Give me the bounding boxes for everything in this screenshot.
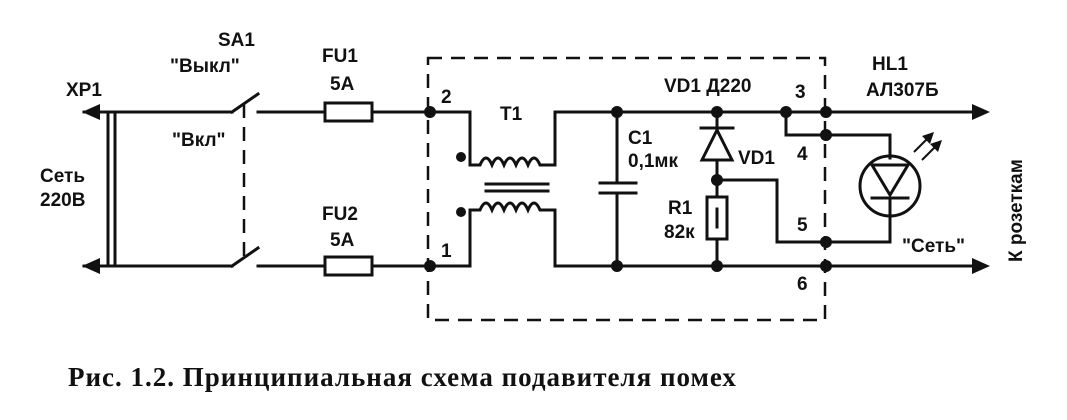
hl1-type: АЛ307Б xyxy=(866,80,939,101)
c1-label: C1 xyxy=(628,128,653,149)
node-4-label: 4 xyxy=(797,144,808,165)
mains-label-line1: Сеть xyxy=(40,166,85,187)
wire-junction-node5 xyxy=(715,178,828,244)
figure-caption: Рис. 1.2. Принципиальная схема подавител… xyxy=(68,362,737,392)
vd1-label: VD1 xyxy=(738,148,775,169)
diode-vd1 xyxy=(699,106,735,199)
r1-label: R1 xyxy=(668,198,693,219)
r1-value: 82к xyxy=(664,222,695,243)
mains-label-line2: 220В xyxy=(40,190,85,211)
filter-enclosure xyxy=(426,56,827,322)
hl1-label: HL1 xyxy=(872,54,908,75)
plug-xp1 xyxy=(82,104,234,274)
c1-value: 0,1мк xyxy=(628,151,678,172)
xp1-label: XP1 xyxy=(66,80,102,101)
fu1-label: FU1 xyxy=(322,46,358,67)
outlets-label: К розеткам xyxy=(1006,159,1027,262)
output-terminals xyxy=(824,104,990,274)
t1-label: T1 xyxy=(500,104,523,125)
led-hl1 xyxy=(824,132,942,244)
node-3-label: 3 xyxy=(795,82,806,103)
wire-node3-node4 xyxy=(784,110,828,137)
fuse-fu1 xyxy=(323,101,374,123)
choke-t1 xyxy=(428,110,832,268)
node-1-label: 1 xyxy=(441,241,452,262)
fu1-rating: 5А xyxy=(330,74,355,95)
sa1-off-label: "Выкл" xyxy=(170,56,240,77)
vd1-header-label: VD1 Д220 xyxy=(664,76,751,97)
switch-sa1 xyxy=(229,91,327,269)
sa1-label: SA1 xyxy=(218,30,255,51)
node-5-label: 5 xyxy=(797,215,808,236)
fuse-fu2 xyxy=(323,255,374,277)
node-6-label: 6 xyxy=(797,274,808,295)
fu2-label: FU2 xyxy=(322,204,358,225)
fu2-rating: 5А xyxy=(330,230,355,251)
hl1-network-label: "Сеть" xyxy=(902,236,965,257)
junction-dot-vd1-anode xyxy=(780,106,792,118)
capacitor-c1 xyxy=(598,106,638,272)
node-2-label: 2 xyxy=(441,87,452,108)
sa1-on-label: "Вкл" xyxy=(172,130,226,151)
resistor-r1 xyxy=(705,195,729,272)
